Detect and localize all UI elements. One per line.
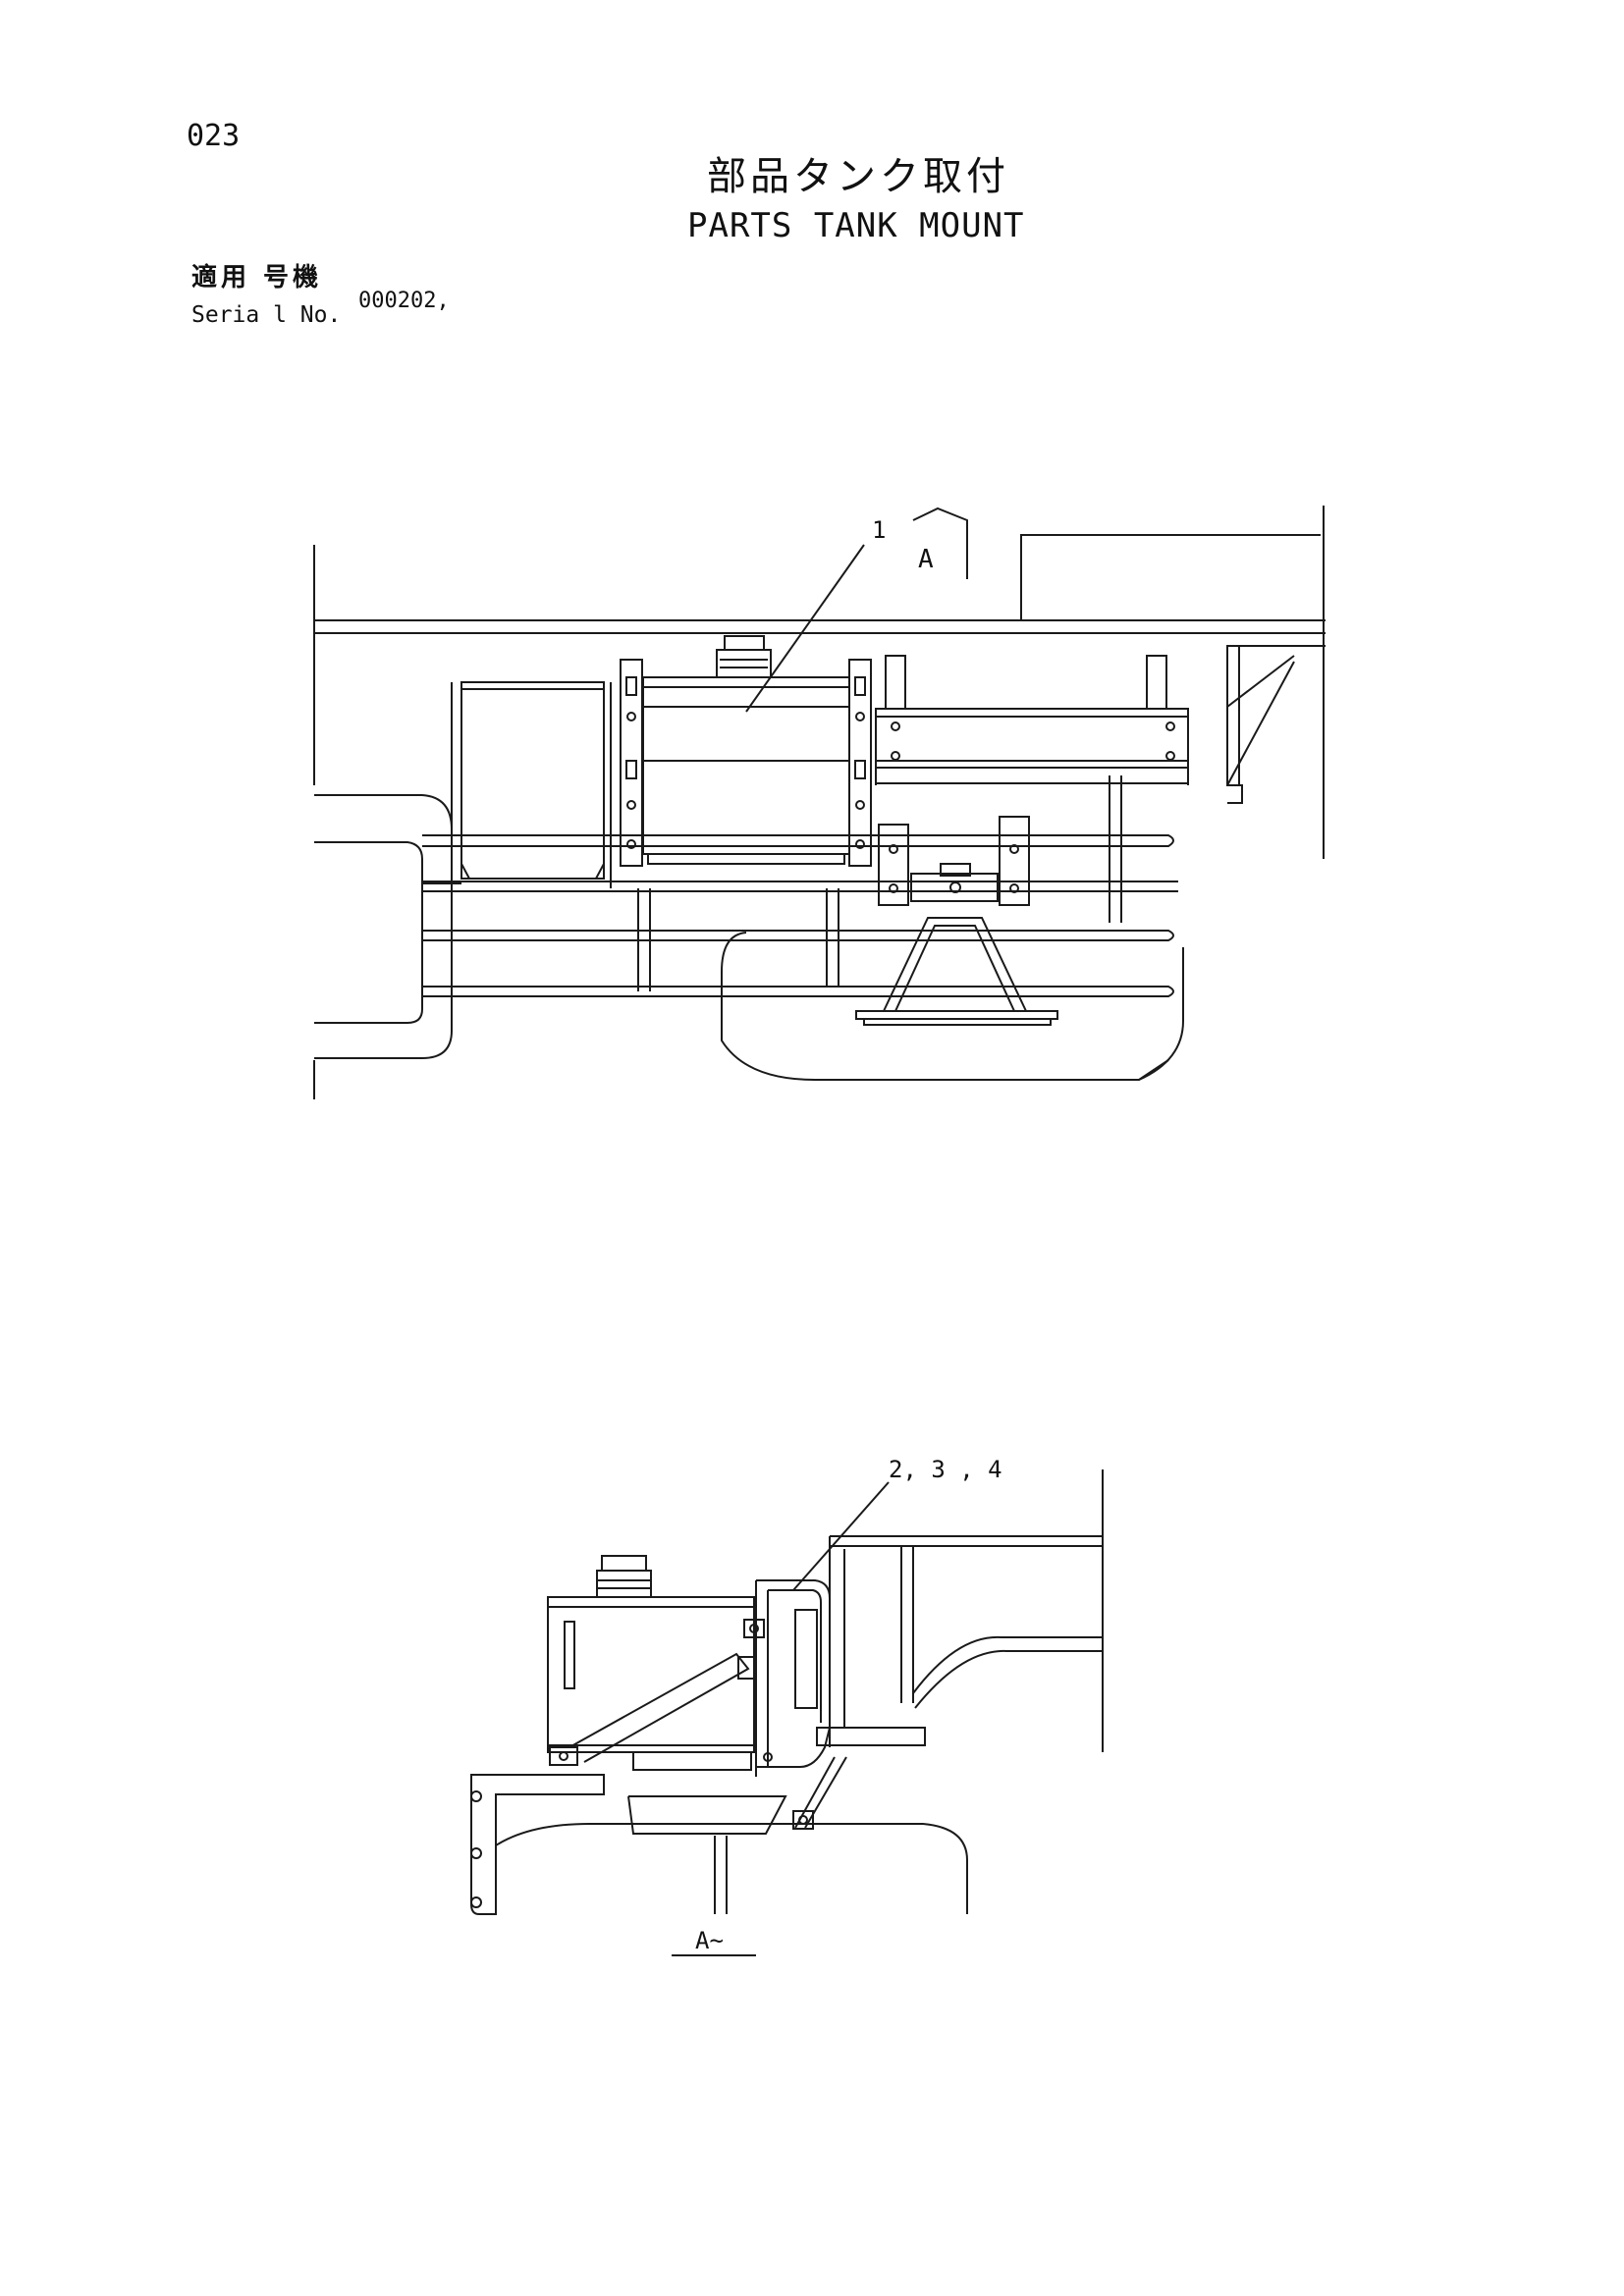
callout-1: 1	[872, 516, 886, 544]
top-view-drawing	[313, 506, 1326, 1099]
page-number: 023	[187, 119, 241, 153]
callout-2-3-4: 2, 3 , 4	[889, 1456, 1002, 1483]
view-marker-a: A	[918, 545, 934, 574]
serial-label-japanese: 適用 号機	[191, 263, 323, 293]
serial-label: Seria l No.	[191, 302, 342, 328]
page-title-japanese: 部品タンク取付	[707, 154, 1009, 199]
side-view-drawing	[470, 1469, 1104, 1956]
page-title: PARTS TANK MOUNT	[687, 206, 1025, 245]
view-label-a: A~	[695, 1927, 724, 1954]
serial-number-value: 000202,	[358, 289, 450, 313]
